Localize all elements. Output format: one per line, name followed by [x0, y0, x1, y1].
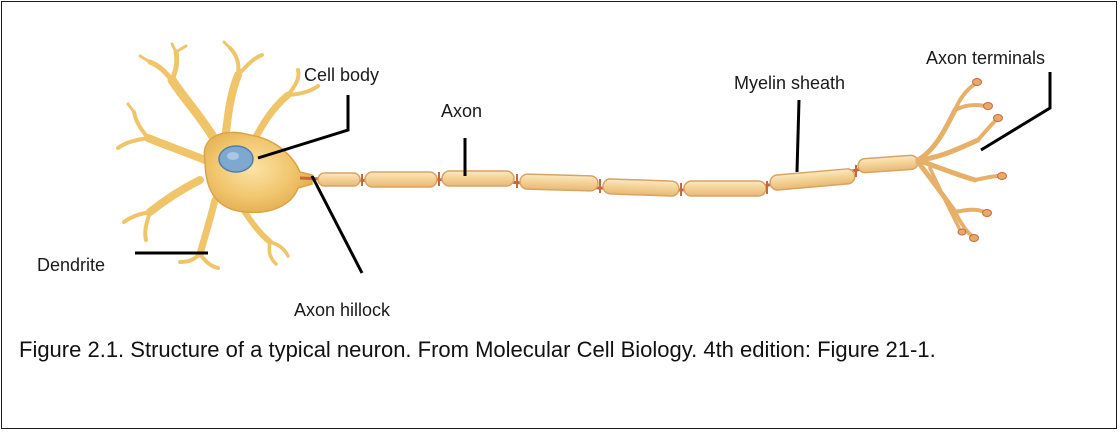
- nucleolus: [227, 152, 239, 160]
- label-axon-hillock: Axon hillock: [294, 300, 391, 320]
- label-axon: Axon: [441, 101, 482, 121]
- label-axon-terminals: Axon terminals: [926, 48, 1045, 68]
- cell-body-shape: [204, 132, 312, 212]
- myelin-segments: [318, 155, 918, 196]
- label-dendrite: Dendrite: [37, 255, 105, 275]
- figure-caption: Figure 2.1. Structure of a typical neuro…: [19, 334, 1099, 365]
- label-cell-body: Cell body: [304, 65, 379, 85]
- label-myelin-sheath: Myelin sheath: [734, 73, 845, 93]
- synaptic-knobs: [958, 79, 1007, 242]
